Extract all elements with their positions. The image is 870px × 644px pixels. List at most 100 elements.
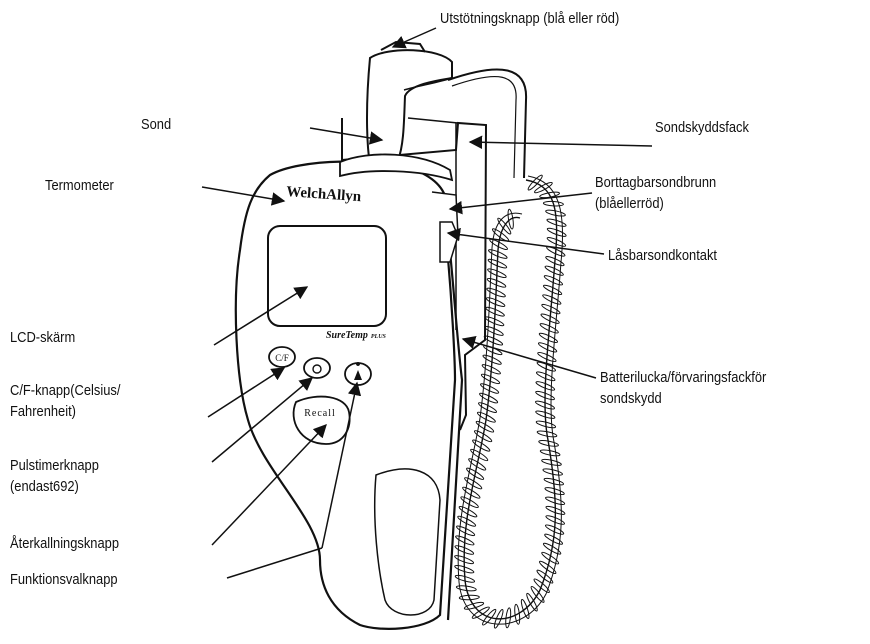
cord-coil-loop (535, 420, 557, 429)
cord-coil-loop (470, 448, 489, 462)
cord-coil-loop (483, 335, 504, 346)
cord-coil-loop (454, 555, 475, 565)
cord-coil-loop (543, 477, 565, 486)
label-probe-cover-compartment: Sondskyddsfack (655, 119, 749, 136)
leader-cf (207, 367, 286, 418)
cord-coil-loop (542, 468, 563, 476)
cord-coil-loop (546, 227, 567, 237)
cord-coils (454, 174, 567, 629)
cord-coil-loop (542, 200, 564, 207)
cord-coil-loop (538, 440, 559, 447)
cord-coil-loop (544, 265, 564, 276)
cord-coil-loop (545, 256, 565, 267)
cord-coil-loop (546, 236, 567, 247)
cord-coil-loop (535, 410, 556, 419)
leader-probe-well (448, 192, 593, 215)
cord-coil-loop (456, 525, 476, 537)
cord-coil-loop (538, 332, 559, 344)
cord-coil-loop (479, 392, 499, 404)
cord-coil-loop (520, 599, 530, 619)
cord-coil-loop (484, 325, 504, 336)
coiled-cord (457, 175, 564, 625)
cord-coil-loop (471, 606, 490, 619)
cord-coil-loop (482, 608, 497, 626)
cord-coil-loop (535, 381, 556, 391)
lcd-screen (267, 225, 387, 327)
leader-probe-cover (468, 135, 653, 150)
cord-coil-loop (505, 607, 512, 629)
cord-coil-loop (536, 430, 558, 438)
pulse-timer-button (303, 357, 331, 379)
cord-coil-loop (535, 371, 556, 382)
cord-coil-loop (454, 564, 475, 574)
cord-coil-loop (536, 361, 557, 372)
label-removable-probe-well: Borttagbarsondbrunn (blåellerröd) (595, 174, 717, 212)
cord-coil-loop (544, 533, 564, 545)
leader-function (226, 547, 323, 579)
cord-coil-loop (485, 306, 505, 317)
cord-coil-loop (489, 238, 508, 251)
label-pulse-timer-button: Pulstimerknapp (endast692) (10, 457, 99, 495)
cord-coil-loop (541, 458, 562, 466)
cord-coil-loop (539, 560, 557, 575)
cord-coil-loop (535, 390, 555, 401)
cord-coil-loop (526, 592, 538, 612)
cord-coil-loop (540, 313, 560, 324)
cord-coil-loop (537, 342, 558, 353)
cord-coil-loop (544, 524, 565, 535)
cord-coil-loop (487, 268, 507, 279)
cord-coil-loop (539, 449, 561, 457)
cord-coil-loop (476, 411, 496, 423)
cord-coil-loop (544, 487, 565, 496)
cf-button: C/F (268, 346, 296, 368)
cord-coil-loop (454, 574, 476, 583)
stopwatch-icon (312, 364, 322, 374)
cord-coil-loop (480, 373, 501, 385)
cord-coil-loop (462, 486, 481, 499)
leader-connector (446, 227, 605, 255)
cord-coil-loop (546, 246, 566, 257)
cord-coil-loop (493, 609, 504, 629)
cf-button-label: C/F (275, 353, 289, 363)
cord-coil-loop (539, 323, 559, 334)
cord-coil-loop (455, 535, 475, 546)
cord-coil-loop (488, 249, 508, 259)
label-ejection-button: Utstötningsknapp (blå eller röd) (440, 10, 620, 27)
cord-coil-loop (497, 217, 512, 235)
cord-coil-loop (542, 542, 562, 555)
cord-coil-loop (473, 430, 493, 443)
cord-coil-loop (480, 383, 500, 394)
person-icon (354, 362, 362, 380)
cord-coil-loop (514, 603, 521, 625)
label-probe: Sond (141, 116, 172, 133)
label-cf-button: C/F-knapp(Celsius/ Fahrenheit) (10, 382, 121, 420)
probe (366, 40, 453, 167)
probe-cable (447, 68, 528, 179)
cord-coil-loop (530, 585, 545, 603)
label-function-select-button: Funktionsvalknapp (10, 571, 118, 588)
leader-lcd (213, 286, 309, 346)
leader-battery (461, 335, 597, 379)
cord-coil-loop (485, 297, 506, 307)
label-thermometer: Termometer (45, 177, 114, 194)
cord-coil-loop (486, 277, 507, 288)
cord-coil-loop (482, 354, 502, 365)
cord-coil-loop (457, 515, 477, 527)
leader-ejection (391, 27, 437, 49)
cord-coil-loop (533, 578, 550, 593)
cord-coil-loop (460, 496, 479, 509)
recall-button: Recall (292, 395, 351, 445)
cord-coil-loop (545, 505, 566, 515)
cord-coil-loop (466, 467, 485, 480)
cord-coil-loop (536, 569, 554, 584)
cord-coil-loop (463, 601, 485, 610)
label-lcd-screen: LCD-skärm (10, 329, 76, 346)
leader-lines (201, 27, 653, 579)
leader-function-up (321, 381, 362, 549)
cord-coil-loop (534, 181, 553, 194)
cord-coil-loop (472, 439, 491, 452)
cord-coil-loop (527, 174, 543, 191)
